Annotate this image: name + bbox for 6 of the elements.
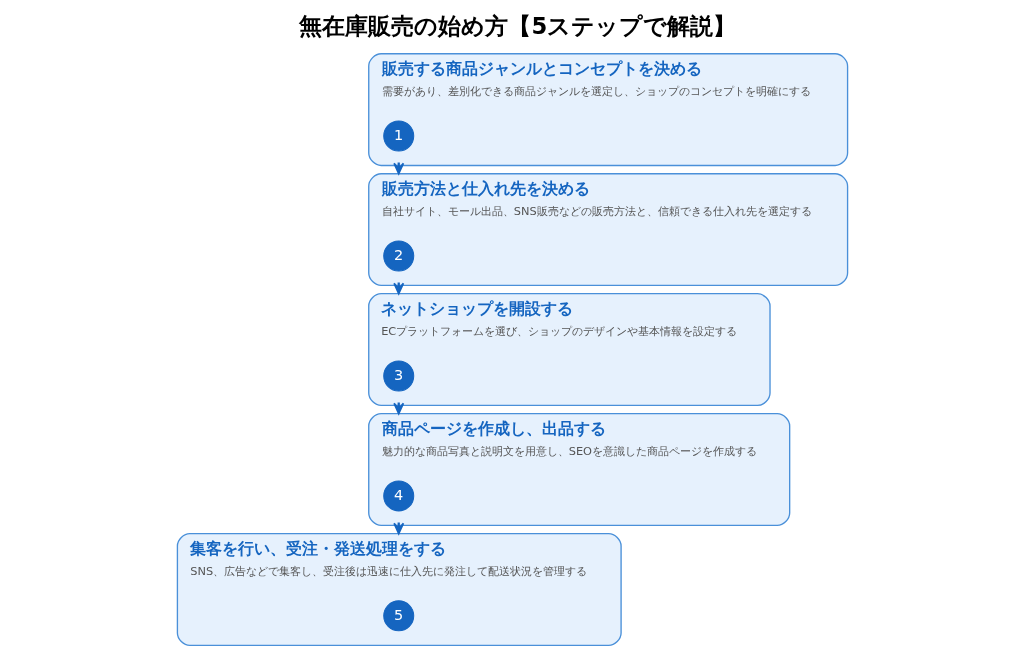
- node-circle: 5: [382, 600, 414, 632]
- node-circle: 4: [382, 480, 414, 512]
- diagram-title: 無在庫販売の始め方【5ステップで解説】: [298, 12, 736, 39]
- node-circle: 1: [382, 120, 414, 152]
- node-circle: 2: [382, 240, 414, 272]
- node-circle: 3: [382, 360, 414, 392]
